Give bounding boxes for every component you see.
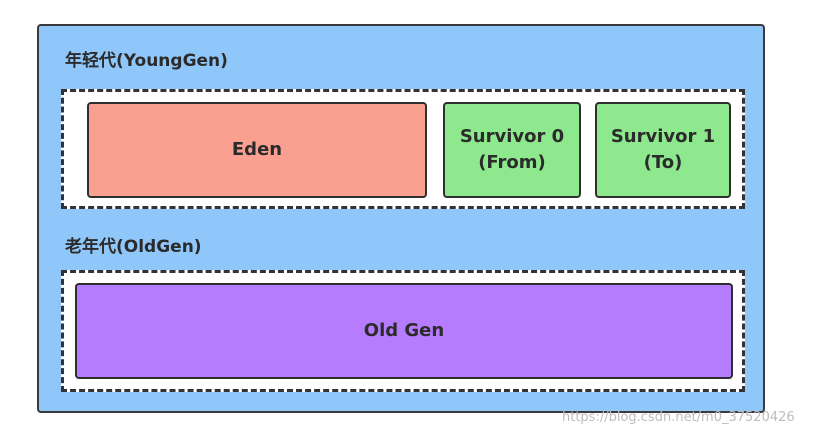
survivor-0-label: Survivor 0 — [459, 126, 565, 147]
survivor-0-sublabel: (From) — [478, 152, 546, 173]
young-gen-label: 年轻代(YoungGen) — [65, 51, 228, 71]
eden-box: Eden — [87, 102, 427, 198]
old-gen-box: Old Gen — [75, 283, 733, 379]
survivor-1-label: Survivor 1 — [610, 126, 716, 147]
watermark: https://blog.csdn.net/m0_37520426 — [562, 410, 795, 425]
survivor-0-box: Survivor 0 (From) — [443, 102, 581, 198]
old-gen-box-label: Old Gen — [363, 320, 445, 341]
heap-diagram: 年轻代(YoungGen) Eden Survivor 0 (From) Sur… — [37, 24, 765, 413]
survivor-1-sublabel: (To) — [643, 152, 683, 173]
eden-label: Eden — [231, 139, 283, 160]
old-gen-region: Old Gen — [61, 270, 745, 392]
young-gen-region: Eden Survivor 0 (From) Survivor 1 (To) — [61, 89, 745, 209]
survivor-1-box: Survivor 1 (To) — [595, 102, 731, 198]
old-gen-label: 老年代(OldGen) — [65, 237, 202, 257]
